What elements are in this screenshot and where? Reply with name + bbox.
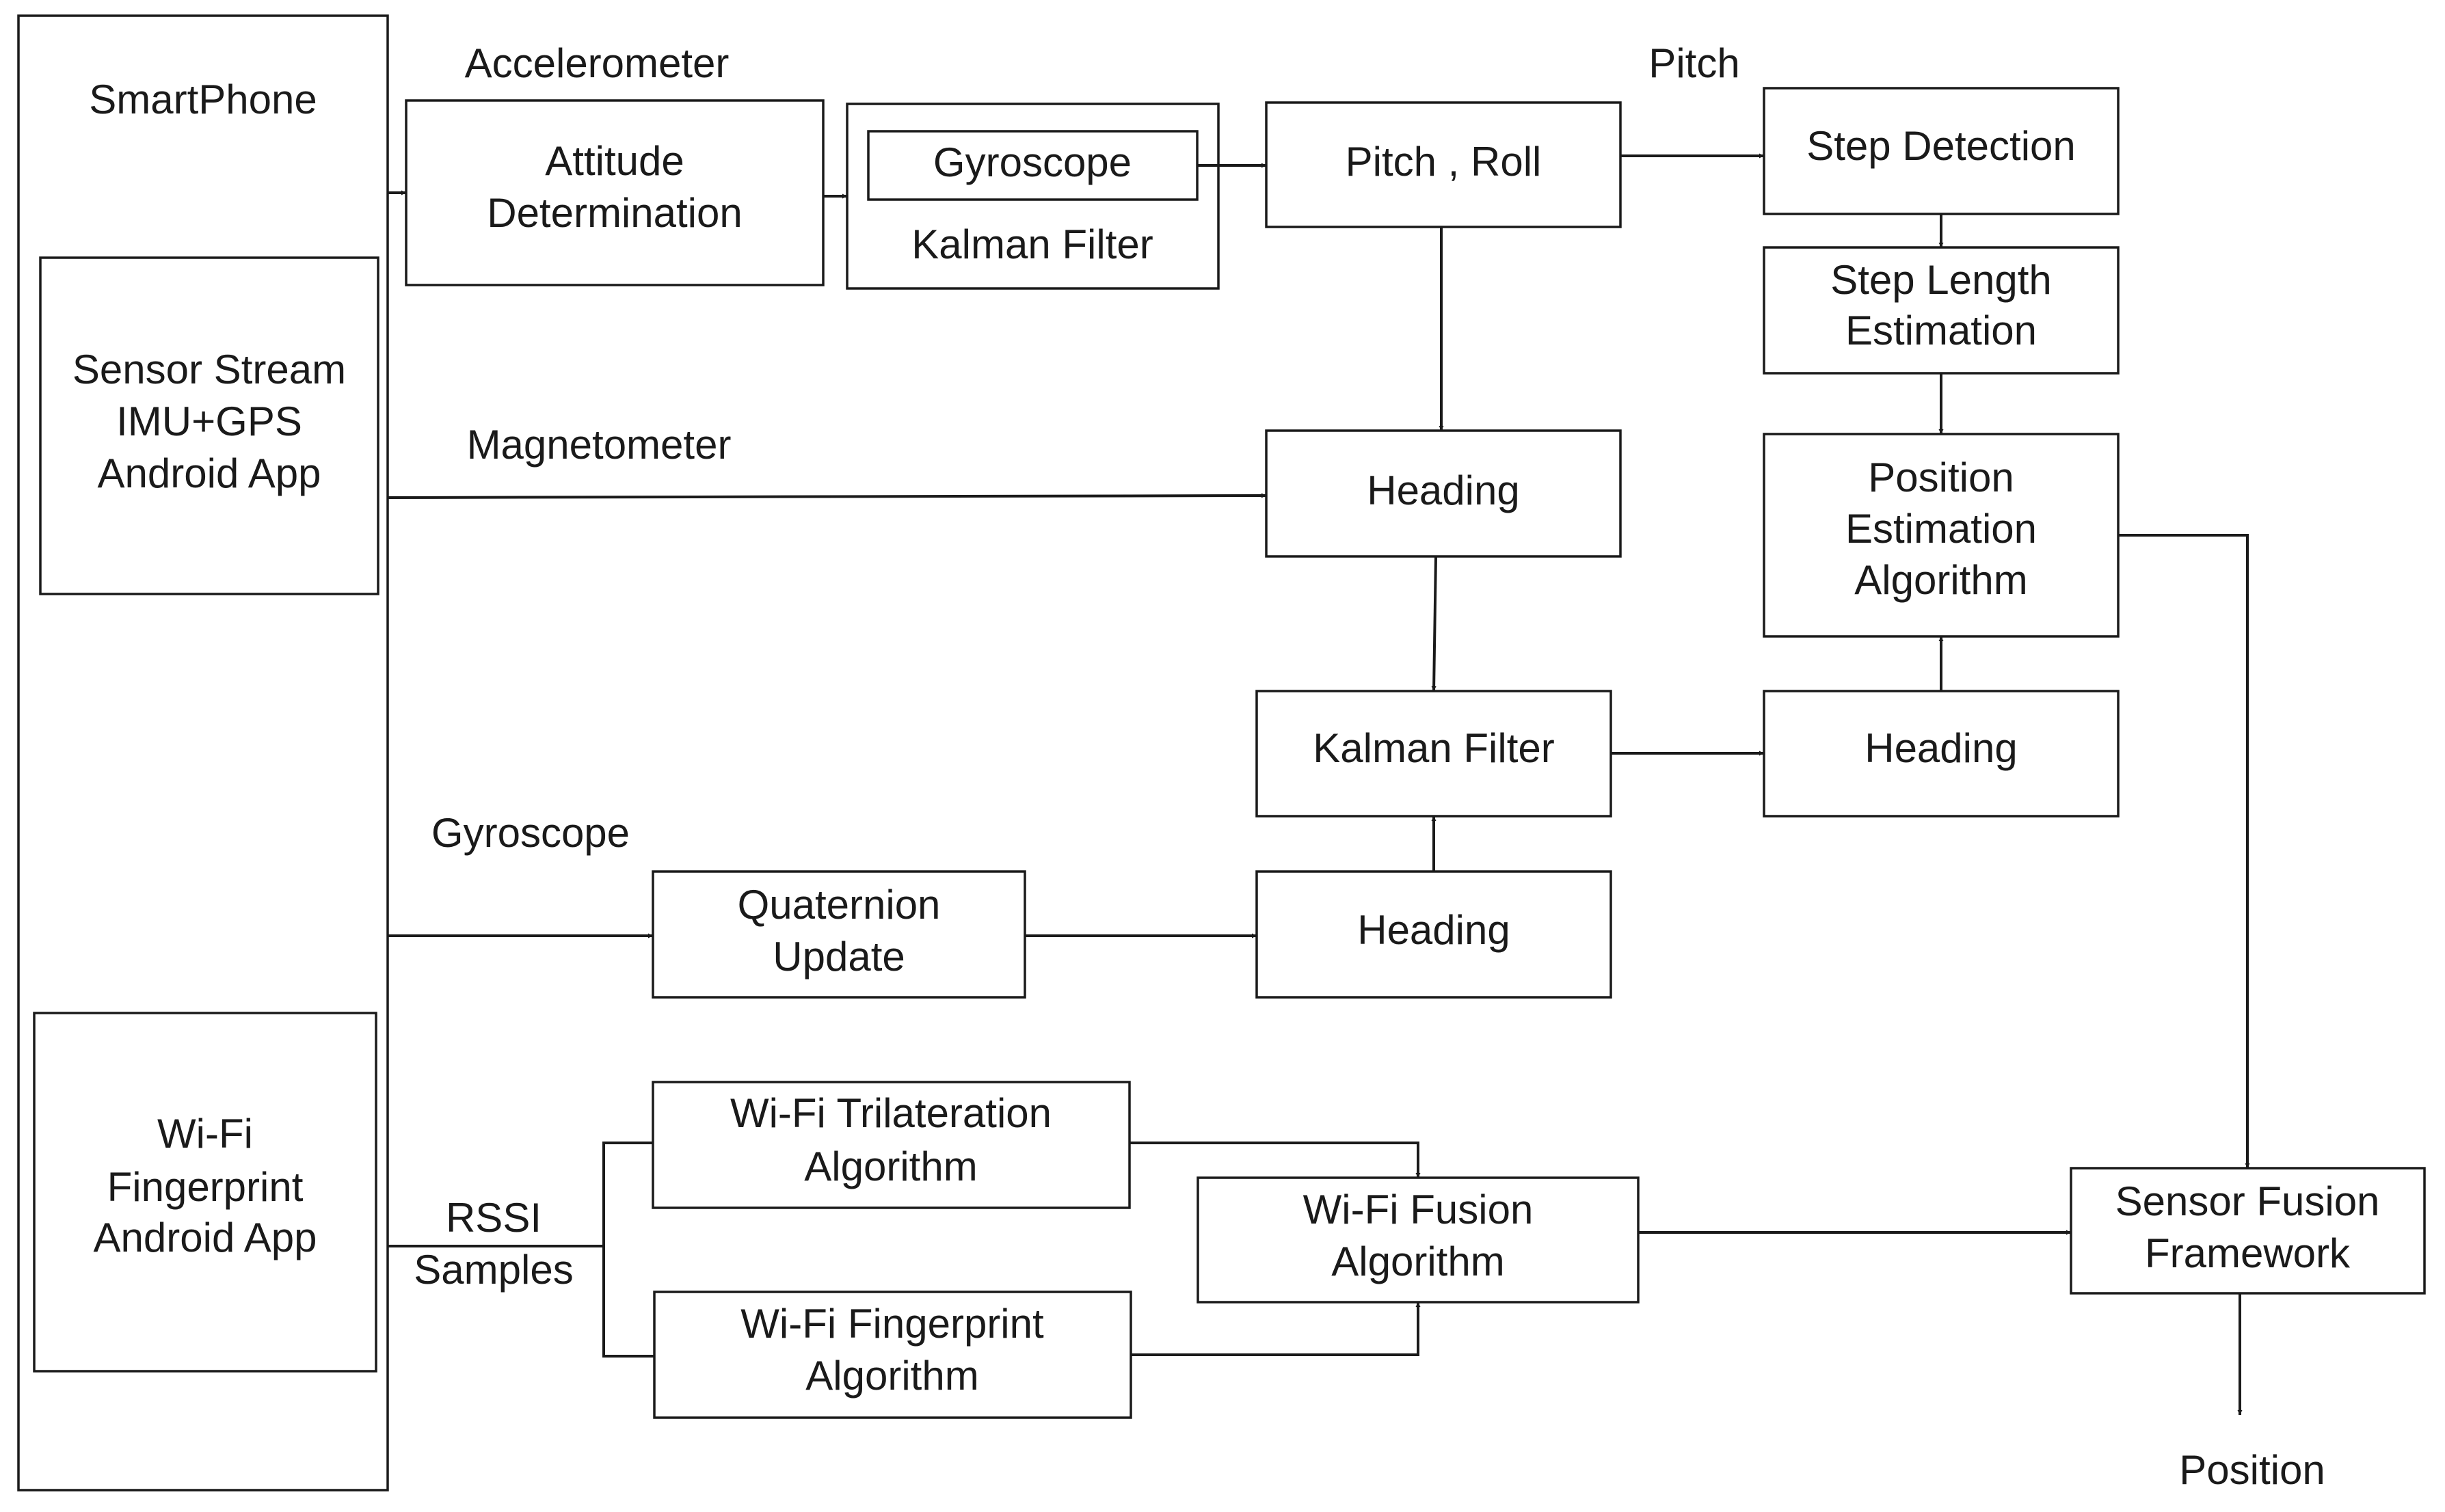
- wifi-app-line-3: Android App: [94, 1215, 317, 1260]
- sensor-fusion-line-2: Framework: [2145, 1230, 2351, 1276]
- arrow-position-est-to-sensor-fusion: [2118, 534, 2250, 1168]
- sensor-app-line-3: Android App: [98, 450, 321, 496]
- heading-fused-block: Heading: [1763, 690, 2120, 818]
- position-output-label: Position: [2179, 1447, 2325, 1493]
- sensor-app-line-1: Sensor Stream: [72, 347, 346, 392]
- magnetometer-label: Magnetometer: [467, 422, 732, 468]
- position-estimation-block: Position Estimation Algorithm: [1763, 433, 2120, 638]
- wifi-fp-line-2: Algorithm: [805, 1353, 978, 1399]
- kalman-mid-label: Kalman Filter: [1313, 725, 1554, 771]
- position-est-line-2: Estimation: [1845, 506, 2037, 552]
- step-detection-block: Step Detection: [1763, 87, 2120, 215]
- step-length-block: Step Length Estimation: [1763, 246, 2120, 375]
- pitch-label: Pitch: [1648, 40, 1739, 86]
- step-detection-label: Step Detection: [1806, 123, 2076, 169]
- rssi-label-line-1: RSSI: [446, 1195, 542, 1241]
- pitch-roll-label: Pitch , Roll: [1346, 139, 1542, 185]
- step-length-line-1: Step Length: [1830, 257, 2052, 303]
- arrow-fingerprint-to-fusion: [1131, 1302, 1421, 1356]
- heading-fused-label: Heading: [1865, 725, 2018, 771]
- wifi-fingerprint-app: Wi-Fi Fingerprint Android App: [33, 1012, 377, 1373]
- gyroscope-inner-label: Gyroscope: [933, 139, 1132, 185]
- attitude-line-2: Determination: [487, 190, 743, 236]
- arrow-trilateration-to-fusion: [1130, 1142, 1421, 1178]
- heading-gyro-label: Heading: [1357, 907, 1510, 953]
- sensor-app-line-2: IMU+GPS: [116, 399, 302, 444]
- smartphone-title: SmartPhone: [89, 77, 317, 122]
- rssi-branch-bracket: [602, 1142, 654, 1358]
- attitude-determination-block: Attitude Determination: [405, 99, 825, 286]
- gyroscope-inner-block: [867, 130, 1199, 201]
- pitch-roll-block: Pitch , Roll: [1265, 101, 1622, 228]
- sensor-fusion-framework-block: Sensor Fusion Framework: [2070, 1167, 2426, 1295]
- heading-magnetometer-block: Heading: [1265, 429, 1622, 558]
- position-est-line-1: Position: [1868, 455, 2014, 500]
- rssi-label-line-2: Samples: [414, 1247, 573, 1293]
- wifi-trilat-line-1: Wi-Fi Trilateration: [730, 1090, 1052, 1136]
- gyroscope-label: Gyroscope: [431, 810, 630, 856]
- accelerometer-label: Accelerometer: [465, 40, 730, 86]
- arrow-magnetometer-to-heading: [387, 493, 1267, 499]
- heading-mag-label: Heading: [1367, 468, 1520, 513]
- wifi-fusion-line-1: Wi-Fi Fusion: [1303, 1187, 1534, 1232]
- step-length-line-2: Estimation: [1845, 308, 2037, 353]
- arrow-heading-to-kalman: [1431, 556, 1437, 692]
- kalman-filter-top-block: Gyroscope Kalman Filter: [846, 103, 1220, 290]
- wifi-fingerprint-block: Wi-Fi Fingerprint Algorithm: [653, 1291, 1132, 1419]
- sensor-fusion-line-1: Sensor Fusion: [2115, 1178, 2380, 1224]
- wifi-trilateration-block: Wi-Fi Trilateration Algorithm: [652, 1081, 1131, 1209]
- kalman-filter-mid-block: Kalman Filter: [1255, 690, 1612, 818]
- wifi-app-line-1: Wi-Fi: [157, 1111, 253, 1157]
- wifi-fp-line-1: Wi-Fi Fingerprint: [740, 1301, 1044, 1347]
- wifi-app-line-2: Fingerprint: [107, 1164, 304, 1210]
- attitude-line-1: Attitude: [545, 138, 684, 184]
- heading-gyroscope-block: Heading: [1255, 870, 1612, 999]
- kalman-top-label: Kalman Filter: [911, 221, 1153, 267]
- position-est-line-3: Algorithm: [1854, 557, 2027, 603]
- wifi-fusion-block: Wi-Fi Fusion Algorithm: [1197, 1176, 1640, 1304]
- quaternion-line-2: Update: [773, 934, 905, 980]
- sensor-stream-app: Sensor Stream IMU+GPS Android App: [39, 256, 379, 595]
- quaternion-update-block: Quaternion Update: [652, 870, 1026, 999]
- wifi-fusion-line-2: Algorithm: [1331, 1239, 1504, 1284]
- wifi-trilat-line-2: Algorithm: [804, 1144, 977, 1189]
- quaternion-line-1: Quaternion: [738, 882, 941, 928]
